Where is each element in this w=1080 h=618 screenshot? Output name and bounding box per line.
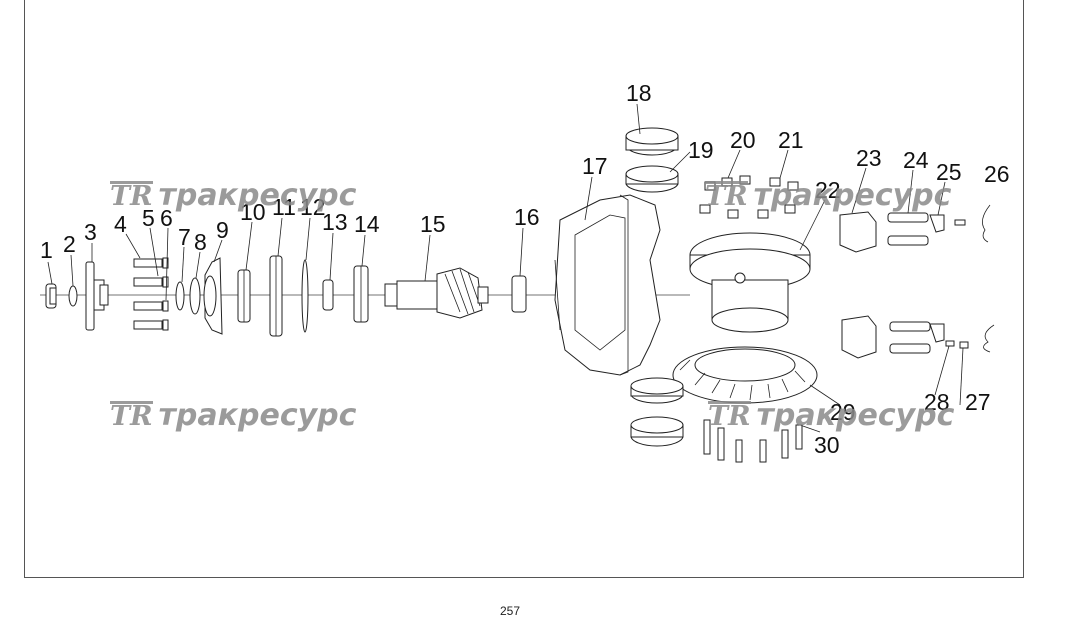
part-7-ring [175, 281, 185, 311]
label-26: 26 [984, 161, 1010, 187]
watermark-text: тракресурс [753, 178, 952, 213]
label-23: 23 [856, 145, 882, 171]
part-27-bolt [959, 341, 969, 349]
part-8-ring [189, 277, 201, 315]
label-5: 5 [142, 205, 155, 231]
label-14: 14 [354, 211, 380, 237]
label-6: 6 [160, 205, 173, 231]
part-27-bolt-upper [954, 219, 966, 226]
label-16: 16 [514, 204, 540, 230]
part-labels: 1 2 3 4 5 6 7 8 9 10 11 12 13 14 15 16 1… [40, 80, 1010, 458]
part-23-cap [839, 211, 877, 359]
watermark-text: тракресурс [158, 398, 357, 433]
part-3-flange [85, 261, 109, 331]
watermark-logo: TR [705, 181, 748, 212]
leader-lines [47, 103, 964, 433]
watermark-logo: TR [708, 401, 751, 432]
watermark-text: тракресурс [756, 398, 955, 433]
label-28: 28 [924, 389, 950, 415]
label-7: 7 [178, 224, 191, 250]
part-22-differential-case [689, 232, 811, 333]
label-27: 27 [965, 389, 991, 415]
watermark-logo: TR [110, 401, 153, 432]
part-24-bolt [887, 212, 931, 354]
label-2: 2 [63, 231, 76, 257]
watermark-logo: TR [110, 181, 153, 212]
part-26-wire [982, 204, 991, 243]
part-19-bearing [625, 165, 679, 193]
label-1: 1 [40, 237, 53, 263]
label-10: 10 [240, 199, 266, 225]
label-21: 21 [778, 127, 804, 153]
part-lower-bearing [630, 377, 684, 447]
label-4: 4 [114, 211, 127, 237]
label-15: 15 [420, 211, 446, 237]
label-29: 29 [830, 399, 856, 425]
part-25-lock-lower [929, 323, 945, 343]
part-1-cap [45, 283, 57, 309]
part-17-housing [554, 194, 661, 376]
part-20-21-fasteners [699, 175, 799, 219]
part-2-washer [68, 285, 78, 307]
part-18-bearing [625, 127, 679, 156]
label-18: 18 [626, 80, 652, 106]
part-16-bearing [511, 275, 527, 313]
part-28-washer [945, 340, 955, 347]
part-30-bolts [703, 419, 803, 463]
label-17: 17 [582, 153, 608, 179]
part-14-bearing [353, 265, 369, 323]
label-11: 11 [272, 194, 296, 220]
label-25: 25 [936, 159, 962, 185]
part-13-ring [322, 279, 334, 311]
part-10-bearing [237, 269, 251, 323]
page-number: 257 [500, 604, 521, 618]
label-19: 19 [688, 137, 714, 163]
part-12-shim [301, 259, 309, 333]
label-12: 12 [300, 194, 326, 220]
part-26-wire-lower [983, 324, 995, 353]
label-30: 30 [814, 432, 840, 458]
part-11-spacer [269, 255, 283, 337]
label-22: 22 [815, 177, 841, 203]
part-15-pinion [384, 267, 489, 319]
label-9: 9 [216, 217, 229, 243]
watermark-text: тракресурс [158, 178, 357, 213]
label-8: 8 [194, 229, 207, 255]
part-9-cover [203, 257, 223, 335]
drawing-frame [24, 0, 1024, 578]
label-13: 13 [322, 209, 348, 235]
part-4-6-bolts [133, 257, 169, 331]
label-24: 24 [903, 147, 929, 173]
label-3: 3 [84, 219, 97, 245]
part-29-ring-gear [672, 346, 818, 404]
label-20: 20 [730, 127, 756, 153]
part-25-lock [929, 214, 945, 233]
